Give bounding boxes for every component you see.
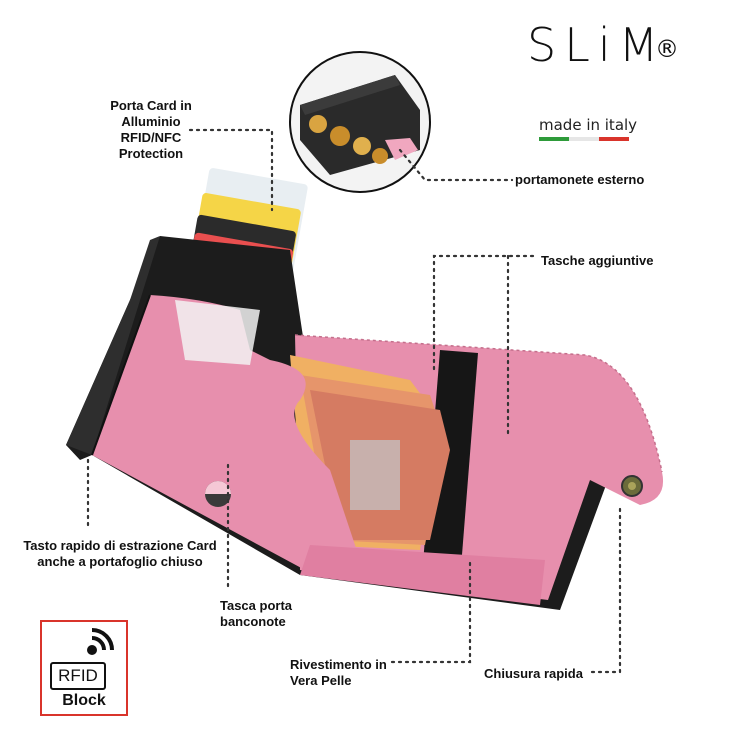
logo-wordmark: SLiM xyxy=(527,18,667,72)
label-card-holder-line4: Protection xyxy=(118,146,184,161)
label-leather: Rivestimento in Vera Pelle xyxy=(290,657,387,689)
label-card-holder-line3: RFID/NFC xyxy=(120,130,182,145)
label-quick-button: Tasto rapido di estrazione Card anche a … xyxy=(18,538,222,570)
label-closure: Chiusura rapida xyxy=(484,666,583,681)
label-quick-button-line2: anche a portafoglio chiuso xyxy=(37,554,203,569)
registered-mark: ® xyxy=(655,35,679,63)
label-bill-pocket-line2: banconote xyxy=(220,614,286,629)
label-coin-purse: portamonete esterno xyxy=(515,172,645,187)
label-bill-pocket-line1: Tasca porta xyxy=(220,598,293,613)
label-leather-line1: Rivestimento in xyxy=(290,657,387,672)
callout-lines xyxy=(86,128,622,674)
label-extra-pockets: Tasche aggiuntive xyxy=(541,253,654,268)
callout-line-card-holder xyxy=(188,128,274,212)
label-bill-pocket: Tasca porta banconote xyxy=(220,598,292,630)
label-leather-line2: Vera Pelle xyxy=(290,673,352,688)
italian-flag-stripe xyxy=(539,137,629,141)
block-label: Block xyxy=(62,692,106,709)
label-card-holder-line2: Alluminio xyxy=(121,114,181,129)
coin-purse-inset xyxy=(289,51,431,193)
label-card-holder: Porta Card in Alluminio RFID/NFC Protect… xyxy=(92,98,210,162)
label-card-holder-line1: Porta Card in xyxy=(110,98,192,113)
banknotes xyxy=(290,355,450,550)
callout-line-coin-purse xyxy=(398,148,514,182)
rfid-label: RFID xyxy=(50,662,106,690)
label-quick-button-line1: Tasto rapido di estrazione Card xyxy=(23,538,217,553)
bill-pocket-panel xyxy=(91,294,360,570)
callout-line-extra-pockets xyxy=(432,254,535,372)
lower-leather-panel xyxy=(300,545,545,605)
rfid-block-badge: RFID Block xyxy=(40,620,128,716)
callout-line-leather xyxy=(390,558,472,664)
callout-line-closure xyxy=(590,503,622,674)
wireless-signal-icon xyxy=(87,628,114,655)
made-in-italy-tagline: made in italy xyxy=(539,116,638,134)
